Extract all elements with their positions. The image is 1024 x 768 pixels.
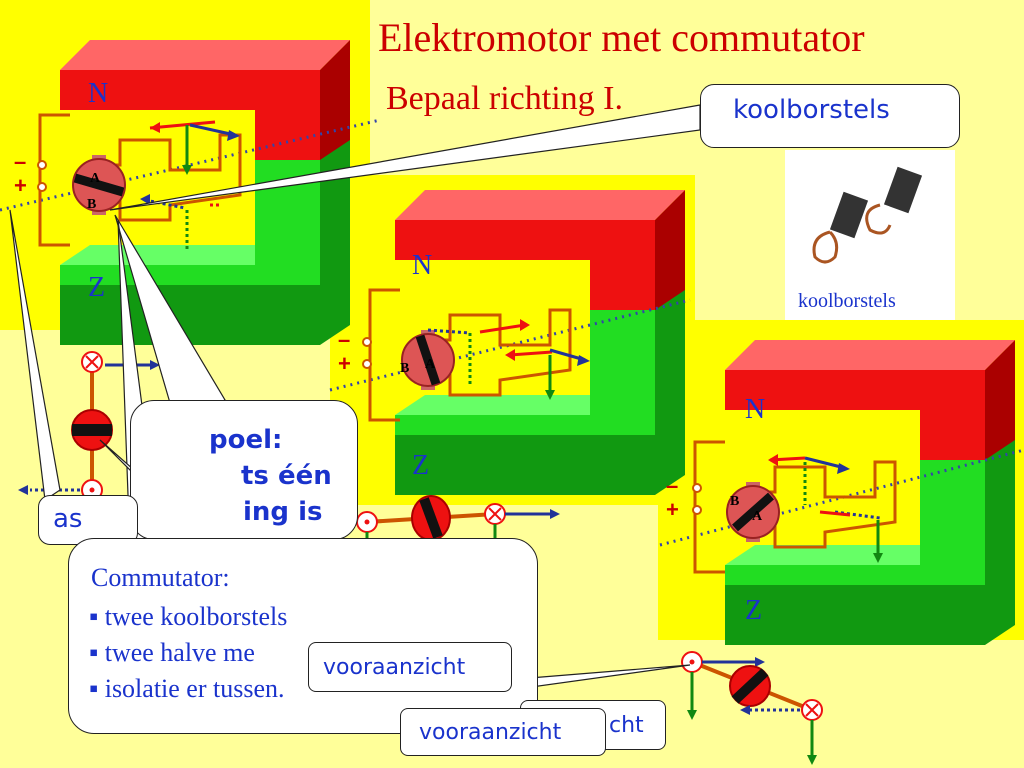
commutator-list: ▪ twee koolborstels ▪ twee halve me ▪ is… — [89, 599, 287, 707]
pole-n-1: N — [88, 78, 109, 109]
terminal-plus-1: + — [14, 173, 27, 198]
arrows-3 — [768, 454, 883, 563]
commutator-item: ▪ twee koolborstels — [89, 602, 288, 631]
brush-label-b-2: B — [400, 361, 409, 376]
spoel-text-line-3: ing is — [243, 497, 323, 527]
pole-z-3: Z — [745, 595, 763, 626]
brush-label-b-3: B — [730, 494, 739, 509]
brush-label-a-3: A — [752, 509, 763, 524]
commutator-2 — [401, 330, 455, 390]
arrows-2 — [427, 319, 590, 400]
as-callout-text: as — [53, 504, 83, 534]
pole-n-3: N — [745, 394, 766, 425]
spoel-text-line-1: poel: — [209, 425, 283, 455]
pole-z-2: Z — [412, 450, 430, 481]
commutator-1 — [72, 155, 126, 215]
slide-subtitle: Bepaal richting I. — [386, 80, 623, 117]
vooraanzicht-callout-1: vooraanzicht — [308, 642, 512, 692]
photo-panel — [785, 150, 955, 320]
commutator-callout: Commutator: ▪ twee koolborstels ▪ twee h… — [68, 538, 538, 734]
carbon-brushes-photo — [812, 166, 923, 264]
arrows-1 — [140, 120, 240, 250]
vooraanzicht-callout-2: vooraanzicht — [400, 708, 606, 756]
terminals-1 — [37, 160, 47, 192]
terminal-plus-3: + — [666, 497, 679, 522]
spoel-text-line-2: ts één — [241, 461, 332, 491]
front-view-3 — [681, 651, 823, 765]
commutator-item: ▪ isolatie er tussen. — [89, 674, 285, 703]
terminal-plus-2: + — [338, 351, 351, 376]
brush-label-b-1: B — [87, 197, 96, 212]
koolborstels-callout: koolborstels — [700, 84, 960, 148]
spoel-callout: poel: ts één ing is — [130, 400, 358, 540]
terminals-3 — [692, 483, 702, 515]
terminal-minus-1: – — [14, 149, 27, 174]
axis-line-2 — [329, 298, 691, 392]
brush-label-a-2: A — [425, 357, 436, 372]
commutator-heading: Commutator: — [91, 563, 230, 592]
vooraanzicht-text-2: vooraanzicht — [419, 720, 562, 745]
brush-label-a-1: A — [90, 171, 101, 186]
slide-title: Elektromotor met commutator — [378, 15, 865, 60]
koolborstels-caption: koolborstels — [798, 290, 896, 312]
pole-n-2: N — [412, 250, 433, 281]
terminal-minus-3: – — [666, 473, 679, 498]
commutator-3 — [726, 482, 780, 542]
terminal-minus-2: – — [338, 327, 351, 352]
vooraanzicht-text-1: vooraanzicht — [323, 655, 466, 680]
koolborstels-callout-text: koolborstels — [733, 95, 890, 125]
terminals-2 — [362, 337, 372, 369]
commutator-item: ▪ twee halve me — [89, 638, 255, 667]
pole-z-1: Z — [88, 272, 106, 303]
cht-text: cht — [609, 713, 644, 738]
